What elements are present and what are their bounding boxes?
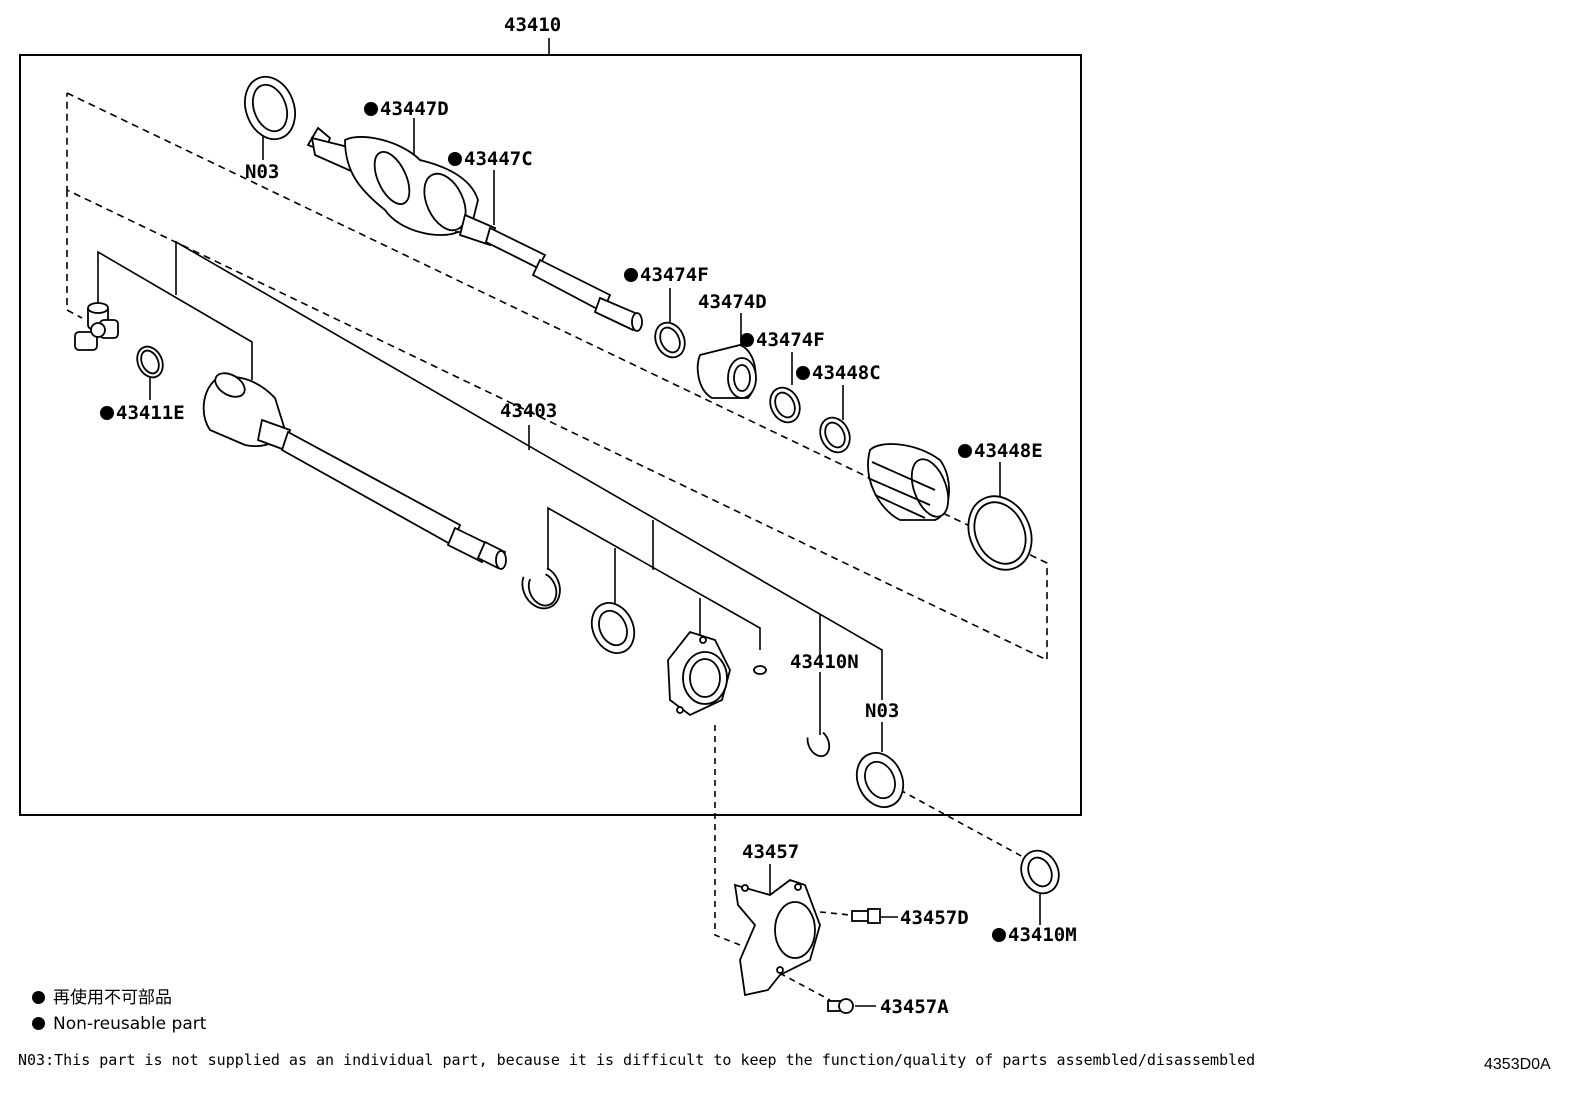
clamp-43474F-a bbox=[654, 321, 686, 359]
bolt-43457A bbox=[827, 998, 854, 1014]
inner-joint-shaft bbox=[202, 372, 507, 570]
label-43457: 43457 bbox=[742, 841, 800, 863]
label-43457D: 43457D bbox=[900, 907, 969, 929]
tripod-joint bbox=[74, 302, 119, 351]
snap-ring-43411E bbox=[136, 345, 164, 379]
bearing-bracket bbox=[667, 630, 767, 717]
non-reusable-dot-icon bbox=[624, 268, 638, 282]
non-reusable-dot-icon bbox=[364, 102, 378, 116]
label-43447C: 43447C bbox=[448, 148, 533, 170]
label-n03-bottom: N03 bbox=[865, 700, 900, 722]
outer-cv-shaft bbox=[306, 126, 643, 332]
clamp-43448C bbox=[819, 416, 851, 454]
label-43410: 43410 bbox=[504, 14, 562, 36]
label-43447D: 43447D bbox=[364, 98, 449, 120]
bearing bbox=[590, 602, 636, 654]
bolt-43457D bbox=[851, 908, 881, 924]
seal-n03-top bbox=[244, 75, 296, 141]
label-43448E: 43448E bbox=[958, 440, 1043, 462]
label-n03-top: N03 bbox=[245, 161, 280, 183]
non-reusable-dot-icon bbox=[740, 333, 754, 347]
snap-ring-open bbox=[521, 567, 561, 610]
label-43457A: 43457A bbox=[880, 996, 949, 1018]
seal-43410M bbox=[1020, 849, 1060, 895]
drawing-code: 4353D0A bbox=[1484, 1056, 1551, 1073]
non-reusable-dot-icon bbox=[32, 991, 45, 1004]
label-43474D: 43474D bbox=[698, 291, 767, 313]
non-reusable-dot-icon bbox=[992, 928, 1006, 942]
assembly-frame bbox=[19, 54, 1082, 816]
label-43410N: 43410N bbox=[790, 651, 859, 673]
label-43448C: 43448C bbox=[796, 362, 881, 384]
legend-english: Non-reusable part bbox=[32, 1013, 206, 1035]
dashed-boundary bbox=[66, 92, 1048, 662]
inner-boot bbox=[867, 443, 950, 521]
clamp-43448E bbox=[967, 495, 1033, 571]
clamp-43474F-b bbox=[769, 386, 801, 424]
non-reusable-dot-icon bbox=[100, 406, 114, 420]
label-43411E: 43411E bbox=[100, 402, 185, 424]
non-reusable-dot-icon bbox=[796, 366, 810, 380]
non-reusable-dot-icon bbox=[958, 444, 972, 458]
bracket-43457 bbox=[733, 878, 821, 997]
snap-ring-43410N bbox=[806, 731, 831, 758]
non-reusable-dot-icon bbox=[32, 1017, 45, 1030]
label-43403: 43403 bbox=[500, 400, 558, 422]
non-reusable-dot-icon bbox=[448, 152, 462, 166]
footnote: N03:This part is not supplied as an indi… bbox=[18, 1051, 1256, 1069]
seal-n03-bottom bbox=[855, 752, 905, 808]
leader-43403 bbox=[97, 250, 253, 380]
legend-japanese: 再使用不可部品 bbox=[32, 987, 172, 1009]
label-43474F-a: 43474F bbox=[624, 264, 709, 286]
label-43474F-b: 43474F bbox=[740, 329, 825, 351]
damper-43474D bbox=[696, 344, 757, 399]
label-43410M: 43410M bbox=[992, 924, 1077, 946]
